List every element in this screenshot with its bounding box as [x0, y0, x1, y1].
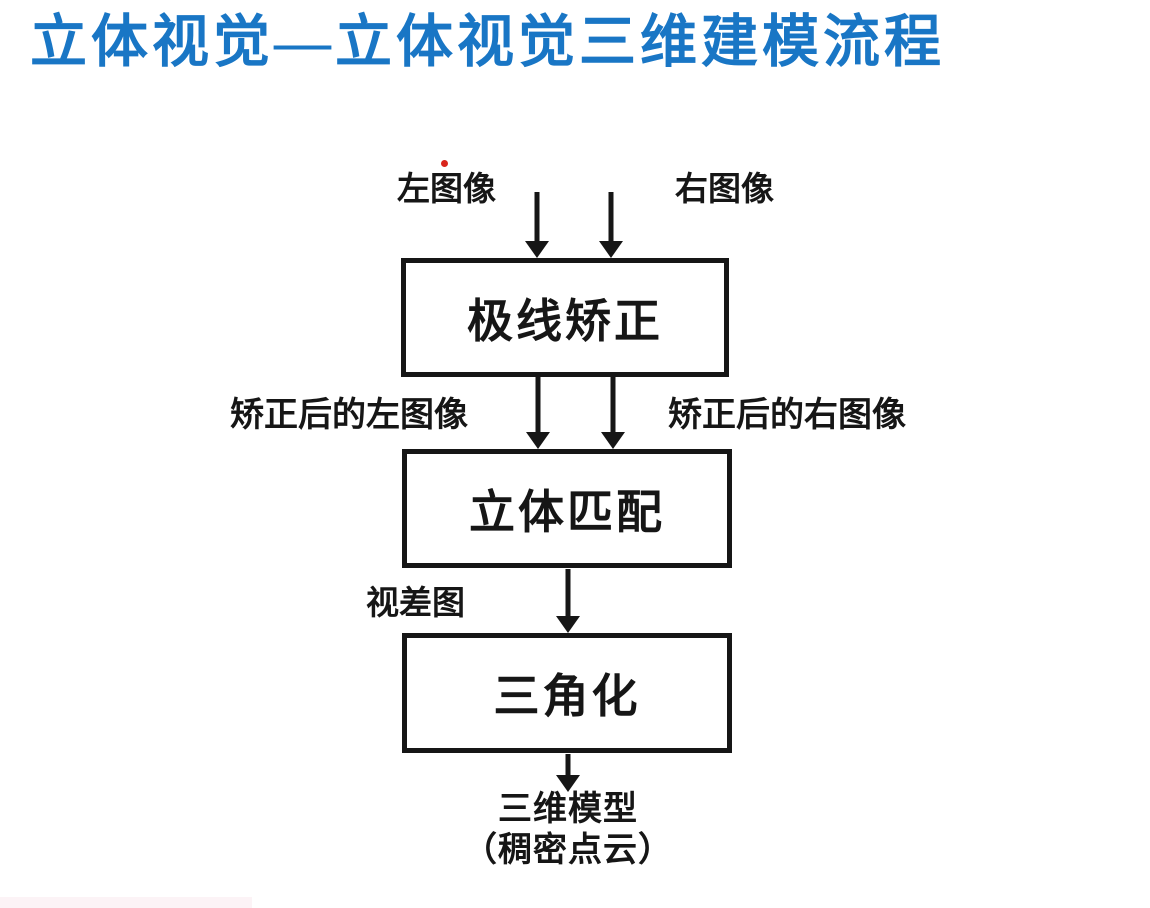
- arrow-head-icon: [556, 616, 580, 633]
- input-label-left-image: 左图像: [397, 170, 496, 207]
- output-label-3d-model: 三维模型 （稠密点云）: [393, 789, 743, 872]
- arrow-down-right-input: [599, 192, 623, 258]
- arrow-shaft: [565, 569, 571, 617]
- footer-strip: [0, 897, 252, 908]
- slide-title: 立体视觉—立体视觉三维建模流程: [30, 11, 945, 74]
- arrow-head-icon: [556, 775, 580, 792]
- arrow-down-rectified-right: [601, 377, 625, 449]
- arrow-down-rectified-left: [526, 377, 550, 449]
- arrow-shaft: [565, 754, 571, 776]
- node-label: 极线矫正: [467, 294, 663, 347]
- arrow-head-icon: [526, 432, 550, 449]
- output-line2: （稠密点云）: [463, 831, 673, 870]
- output-line1: 三维模型: [498, 790, 638, 828]
- arrow-down-disparity: [556, 569, 580, 633]
- arrow-head-icon: [599, 241, 623, 258]
- edge-label-rectified-right-image: 矫正后的右图像: [668, 396, 906, 434]
- arrow-shaft: [608, 192, 614, 242]
- node-label: 三角化: [493, 670, 641, 722]
- node-label: 立体匹配: [469, 485, 665, 538]
- edge-label-disparity-map: 视差图: [366, 584, 465, 621]
- arrow-head-icon: [601, 432, 625, 449]
- red-annotation-dot: [441, 160, 448, 167]
- arrow-down-output: [556, 754, 580, 792]
- arrow-shaft: [535, 377, 541, 433]
- arrow-down-left-input: [525, 192, 549, 258]
- input-label-right-image: 右图像: [675, 170, 774, 207]
- arrow-head-icon: [525, 241, 549, 258]
- arrow-shaft: [534, 192, 540, 242]
- node-epipolar-rectification: 极线矫正: [401, 258, 729, 377]
- node-stereo-matching: 立体匹配: [402, 449, 732, 568]
- arrow-shaft: [610, 377, 616, 433]
- edge-label-rectified-left-image: 矫正后的左图像: [230, 396, 468, 434]
- node-triangulation: 三角化: [402, 633, 732, 753]
